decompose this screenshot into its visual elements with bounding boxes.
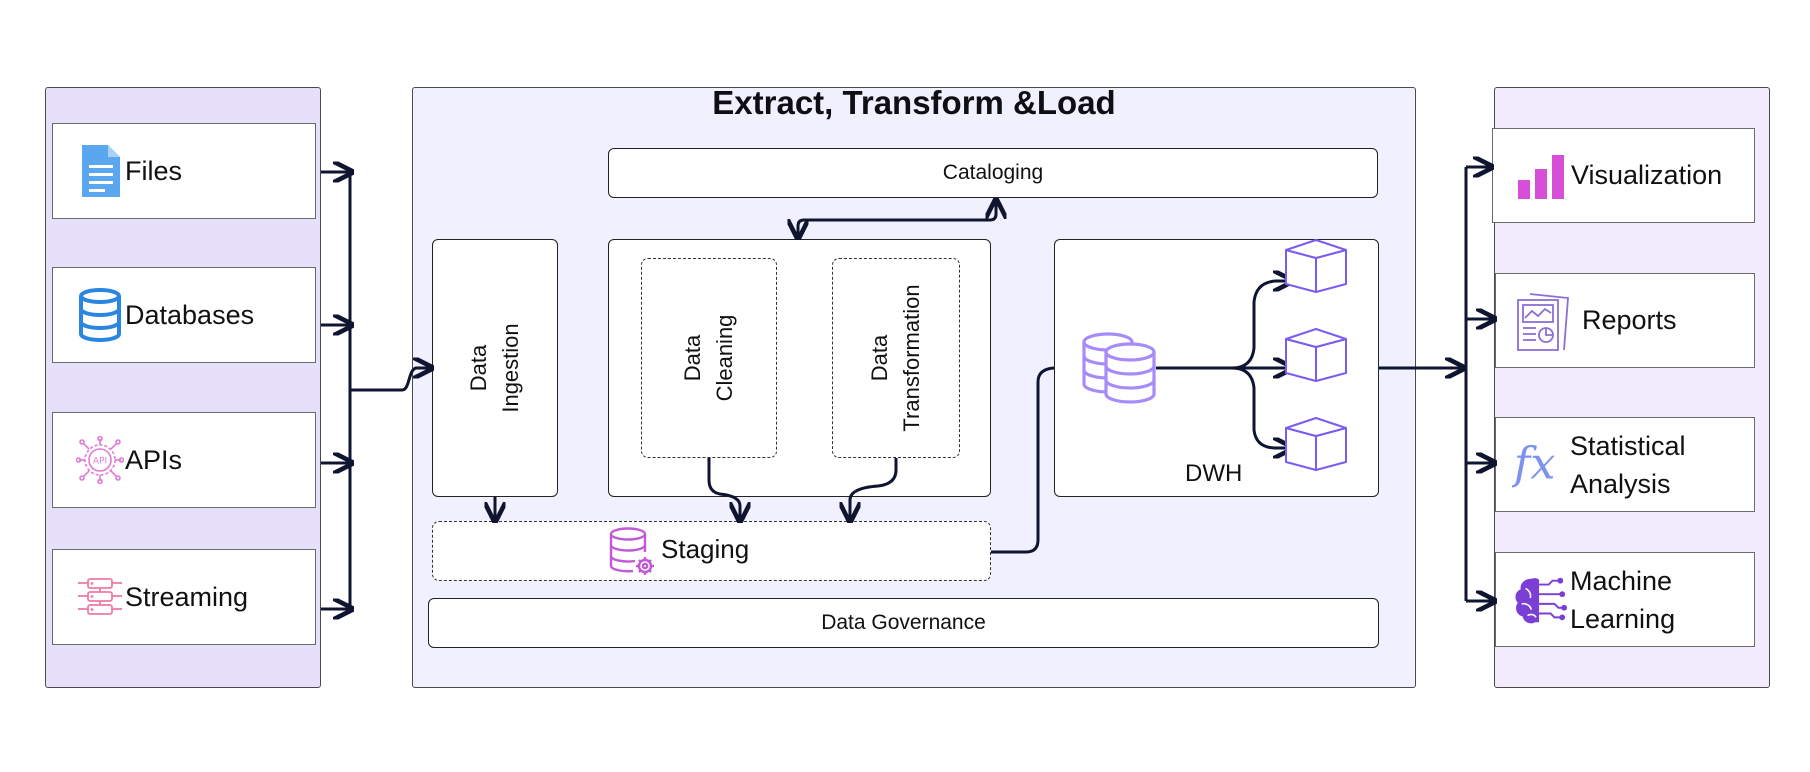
source-label-databases: Databases (125, 299, 255, 330)
source-databases: Databases (52, 267, 316, 363)
staging-label: Staging (661, 534, 750, 564)
source-label-apis: APIs (125, 444, 183, 475)
api-icon: API (75, 430, 125, 490)
brain-icon (1512, 570, 1568, 630)
streaming-icon (75, 567, 125, 627)
source-apis: API APIs (52, 412, 316, 508)
dwh-database-icon (1082, 332, 1156, 404)
source-label-streaming: Streaming (125, 581, 249, 612)
catalog-link (798, 202, 996, 236)
bar-chart-icon (1515, 146, 1569, 206)
dwh-branch-top (1231, 281, 1290, 370)
cataloging-box: Cataloging (608, 148, 1378, 198)
document-icon (75, 141, 125, 201)
data-governance-box: Data Governance (428, 598, 1379, 648)
cleaning-to-staging (707, 458, 740, 519)
output-visualization: Visualization (1492, 128, 1755, 223)
transformation-to-staging (850, 458, 898, 519)
source-streaming: Streaming (52, 549, 316, 645)
database-icon (75, 285, 125, 345)
sources-to-ingestion (350, 368, 430, 392)
dwh-branch-bottom (1231, 366, 1290, 448)
cube-icon-bottom (1285, 417, 1347, 471)
source-files: Files (52, 123, 316, 219)
staging-icon (607, 526, 657, 583)
svg-text:API: API (93, 457, 107, 467)
output-label-reports: Reports (1582, 305, 1677, 335)
report-icon (1514, 291, 1574, 351)
cube-icon-middle (1285, 328, 1347, 382)
output-reports: Reports (1495, 273, 1755, 368)
output-label-visualization: Visualization (1571, 160, 1723, 190)
cataloging-label: Cataloging (942, 161, 1044, 184)
dwh-label: DWH (1185, 460, 1243, 487)
svg-text:fx: fx (1512, 438, 1555, 489)
data-governance-label: Data Governance (821, 611, 986, 634)
cube-icon-top (1285, 239, 1347, 293)
source-label-files: Files (125, 155, 183, 186)
staging-to-dwh (991, 366, 1055, 554)
etl-title: Extract, Transform &Load (712, 84, 1116, 121)
function-icon: fx (1512, 435, 1568, 495)
staging-box: Staging (432, 521, 991, 581)
